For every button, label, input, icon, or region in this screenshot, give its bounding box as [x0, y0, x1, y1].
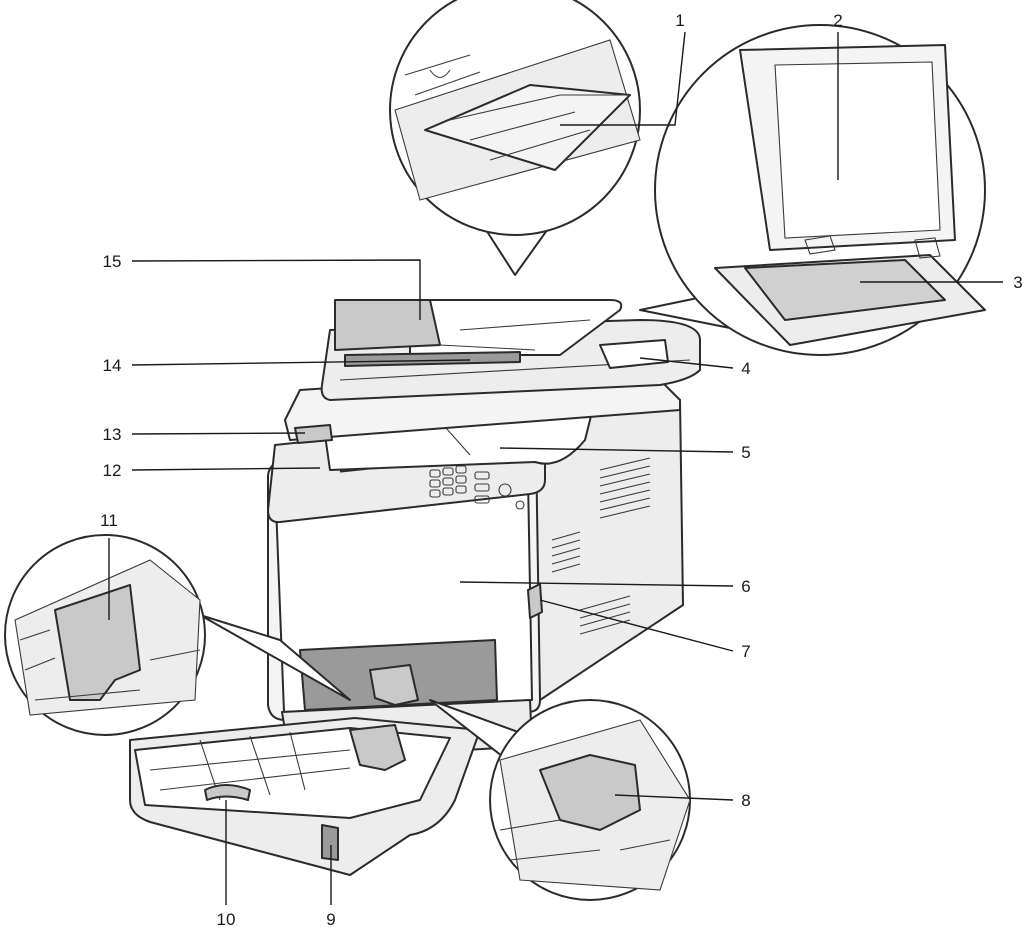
leader-13	[131, 432, 306, 435]
callout-13: 13	[103, 425, 122, 444]
leader-8	[614, 794, 734, 801]
leader-4	[639, 357, 734, 369]
side-vents	[551, 457, 651, 635]
paper-guide-side	[349, 724, 406, 771]
callout-9: 9	[326, 910, 335, 929]
leader-lines	[108, 31, 1003, 905]
callout-2: 2	[833, 11, 842, 30]
callout-14: 14	[103, 356, 122, 375]
callout-6: 6	[741, 577, 750, 596]
printer-illustration	[129, 299, 701, 876]
callout-11: 11	[100, 511, 118, 530]
zoom-lid-pad	[774, 61, 941, 239]
leader-14	[131, 359, 471, 366]
leader-5	[499, 447, 734, 453]
leader-7	[539, 599, 734, 652]
callout-15: 15	[103, 252, 122, 271]
callout-10: 10	[217, 910, 236, 929]
adf-feeder	[334, 299, 441, 351]
usb-port	[294, 424, 333, 444]
zoom-side-guide	[4, 534, 351, 736]
adf-output-stopper	[599, 339, 669, 369]
callout-3: 3	[1013, 273, 1022, 292]
paper-tray	[129, 664, 481, 876]
callout-4: 4	[741, 359, 750, 378]
zoom-side-pointer	[199, 614, 351, 701]
leader-6	[459, 581, 734, 587]
callout-7: 7	[741, 642, 750, 661]
leader-1	[560, 31, 686, 126]
callout-8: 8	[741, 791, 750, 810]
zoom-exposure-glass	[639, 24, 986, 356]
adf-input-tray	[409, 299, 623, 356]
leader-12	[131, 467, 321, 471]
zoom-side-guide-lever	[54, 584, 141, 701]
front-cover-release-lever	[527, 583, 543, 619]
zoom-exposure-glass-surface	[744, 259, 946, 321]
callout-5: 5	[741, 443, 750, 462]
paper-guide-end	[369, 664, 419, 706]
zoom-adf-tray	[389, 0, 641, 276]
paper-size-indicator	[321, 824, 339, 861]
callout-12: 12	[103, 461, 122, 480]
callout-1: 1	[675, 11, 684, 30]
callout-numbers: 1 2 3 4 5 6 7 8 9 10 11 12 13 14 15	[100, 11, 1023, 929]
zoom-end-guide	[429, 699, 691, 901]
paper-tray-handle	[204, 784, 251, 801]
leader-15	[131, 259, 421, 320]
